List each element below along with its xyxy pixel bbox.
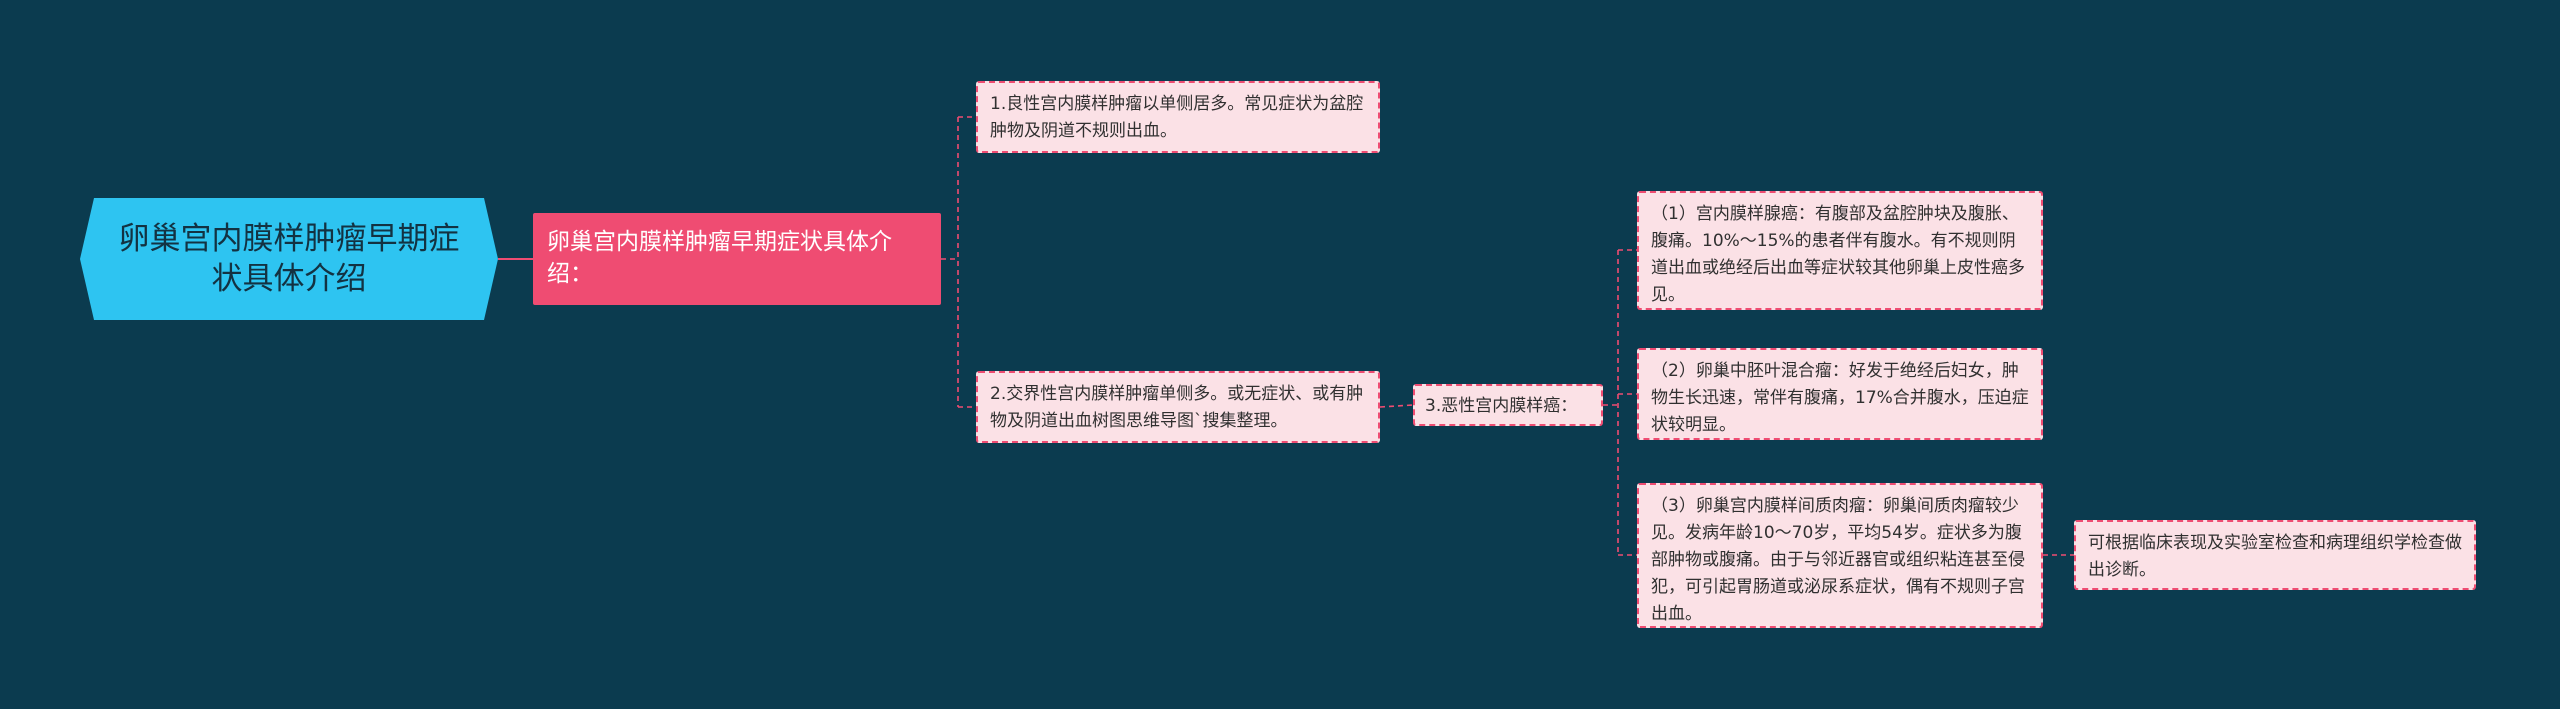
endometrioid-adenocarcinoma-node[interactable]: （1）宫内膜样腺癌：有腹部及盆腔肿块及腹胀、腹痛。10%～15%的患者伴有腹水。… xyxy=(1637,191,2043,310)
stromal-sarcoma-node[interactable]: （3）卵巢宫内膜样间质肉瘤：卵巢间质肉瘤较少见。发病年龄10～70岁，平均54岁… xyxy=(1637,483,2043,628)
borderline-tumor-node[interactable]: 2.交界性宫内膜样肿瘤单侧多。或无症状、或有肿物及阴道出血树图思维导图`搜集整理… xyxy=(976,371,1380,443)
diagnosis-note-node[interactable]: 可根据临床表现及实验室检查和病理组织学检查做出诊断。 xyxy=(2074,520,2476,590)
root-topic[interactable]: 卵巢宫内膜样肿瘤早期症状具体介绍 xyxy=(80,198,498,320)
root-topic-text: 卵巢宫内膜样肿瘤早期症状具体介绍 xyxy=(118,221,460,297)
connector-branch-items xyxy=(941,116,976,408)
mixed-mesodermal-tumor-node[interactable]: （2）卵巢中胚叶混合瘤：好发于绝经后妇女，肿物生长迅速，常伴有腹痛，17%合并腹… xyxy=(1637,348,2043,440)
branch-topic[interactable]: 卵巢宫内膜样肿瘤早期症状具体介绍： xyxy=(533,213,941,305)
connector-item2-item3 xyxy=(1379,404,1414,408)
benign-tumor-node[interactable]: 1.良性宫内膜样肿瘤以单侧居多。常见症状为盆腔肿物及阴道不规则出血。 xyxy=(976,81,1380,153)
malignant-carcinoma-node[interactable]: 3.恶性宫内膜样癌： xyxy=(1413,384,1603,426)
connector-item3-subs xyxy=(1603,249,1637,556)
